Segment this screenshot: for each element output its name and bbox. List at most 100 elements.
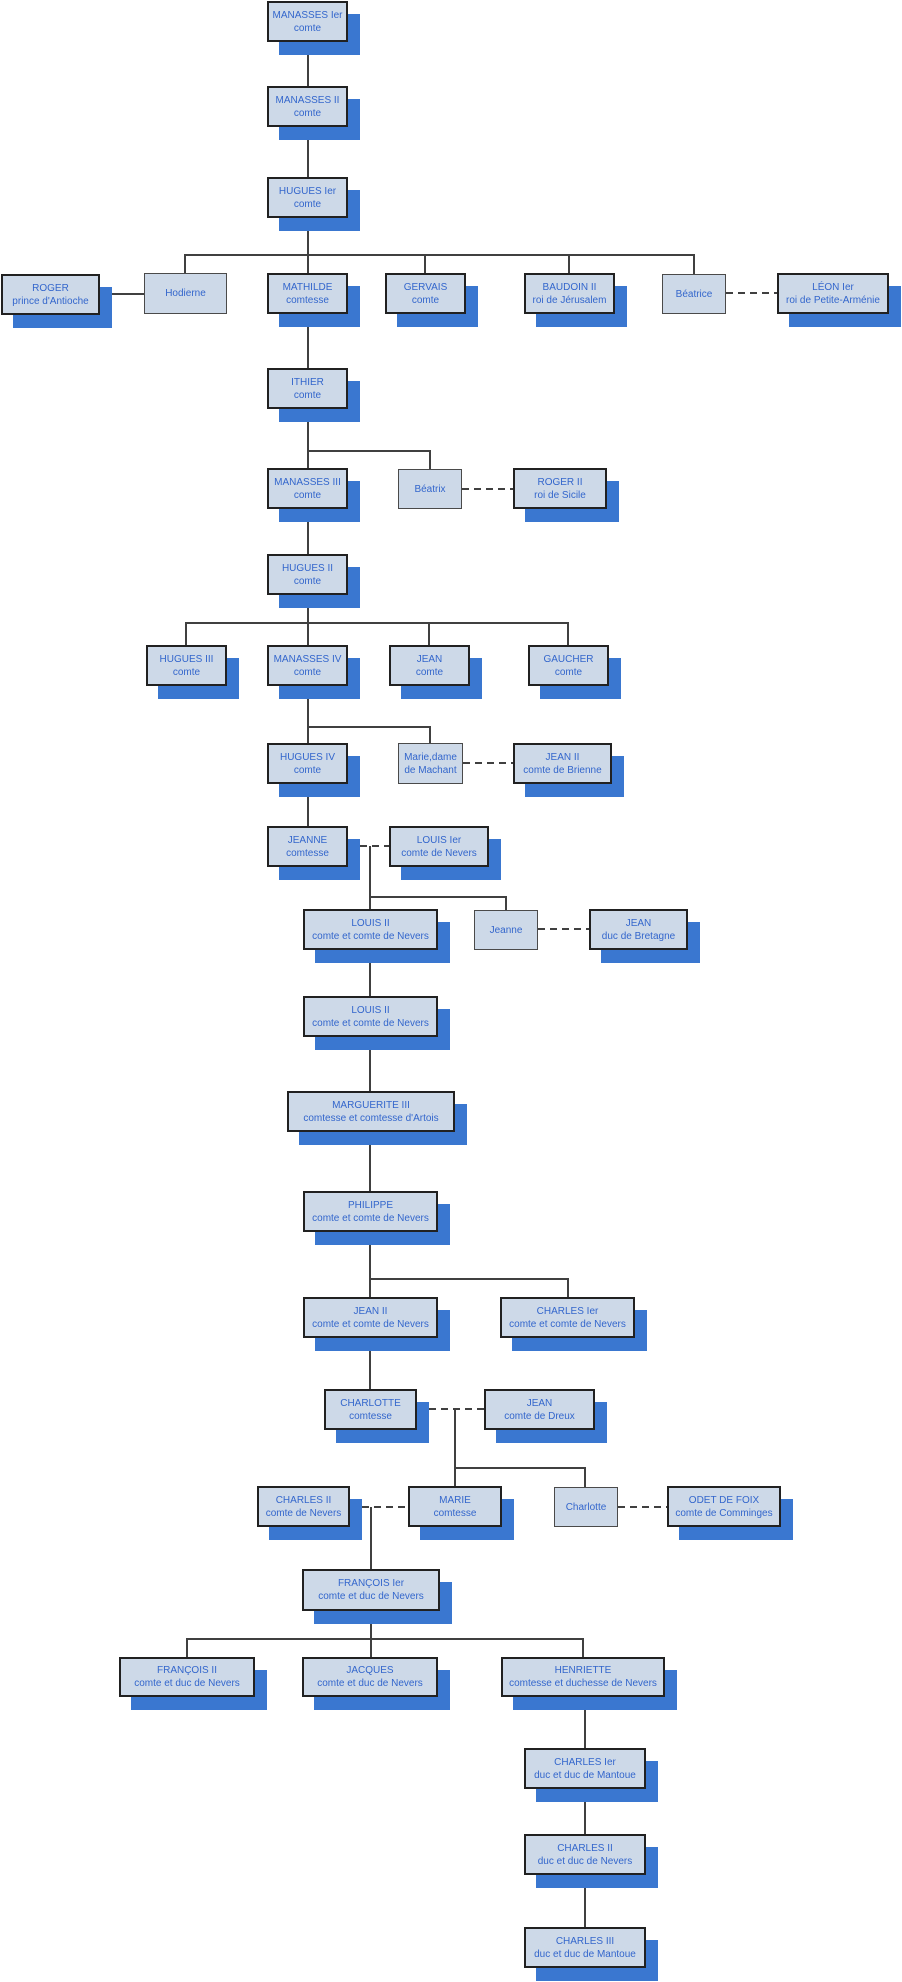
person-jean-dreux[interactable]: JEAN comte de Dreux (484, 1389, 595, 1430)
person-jean-comte[interactable]: JEAN comte (389, 645, 470, 686)
person-title: comte et comte de Nevers (312, 1318, 429, 1330)
marriage-line (100, 293, 144, 295)
connector-line (307, 726, 431, 728)
connector-line (369, 1232, 371, 1280)
person-marie-machant[interactable]: Marie,dame de Machant (398, 743, 463, 784)
person-odet-de-foix[interactable]: ODET DE FOIX comte de Comminges (667, 1486, 781, 1527)
person-hugues-1er[interactable]: HUGUES Ier comte (267, 177, 348, 218)
person-name: LOUIS II (351, 917, 390, 929)
person-title: comte (293, 22, 322, 34)
person-ithier[interactable]: ITHIER comte (267, 368, 348, 409)
person-charles-1er-nevers[interactable]: CHARLES Ier comte et comte de Nevers (500, 1297, 635, 1338)
person-jeanne-comtesse[interactable]: JEANNE comtesse (267, 826, 348, 867)
person-name: PHILIPPE (347, 1199, 394, 1211)
person-name: FRANÇOIS Ier (337, 1578, 405, 1589)
person-beatrice[interactable]: Béatrice (662, 274, 726, 314)
person-title: comte de Nevers (401, 847, 477, 859)
connector-line (186, 1638, 188, 1657)
person-name: CHARLES II (275, 1494, 332, 1506)
person-charles-2-nevers[interactable]: CHARLES II comte de Nevers (257, 1486, 350, 1527)
connector-line (307, 784, 309, 826)
person-charles-3-mantoue[interactable]: CHARLES III duc et duc de Mantoue (524, 1927, 646, 1968)
person-jacques[interactable]: JACQUES comte et duc de Nevers (302, 1657, 438, 1697)
person-louis-2-a[interactable]: LOUIS II comte et comte de Nevers (303, 909, 438, 950)
person-title: comte et duc de Nevers (318, 1591, 424, 1602)
person-jeanne[interactable]: Jeanne (474, 910, 538, 950)
person-title: comte de Dreux (504, 1410, 575, 1422)
person-charles-2-duc[interactable]: CHARLES II duc et duc de Nevers (524, 1834, 646, 1875)
person-charlotte[interactable]: Charlotte (554, 1487, 618, 1527)
person-name: JEAN (526, 1397, 553, 1409)
person-roger-2-sicile[interactable]: ROGER II roi de Sicile (513, 468, 607, 509)
person-name: JEANNE (287, 834, 328, 846)
person-name: JACQUES (346, 1665, 394, 1676)
connector-line (184, 254, 186, 274)
connector-line (369, 846, 371, 898)
person-manasses-4[interactable]: MANASSES IV comte (267, 645, 348, 686)
person-louis-1er[interactable]: LOUIS Ier comte de Nevers (389, 826, 489, 867)
person-gaucher[interactable]: GAUCHER comte (528, 645, 609, 686)
person-charlotte-comtesse[interactable]: CHARLOTTE comtesse (324, 1389, 417, 1430)
person-name: CHARLES II (557, 1842, 613, 1854)
connector-line (567, 622, 569, 645)
connector-line (307, 409, 309, 451)
person-name: ROGER II (537, 476, 583, 488)
person-philippe[interactable]: PHILIPPE comte et comte de Nevers (303, 1191, 438, 1232)
person-name: MANASSES II (275, 94, 340, 106)
connector-line (584, 1789, 586, 1834)
person-name: Béatrix (414, 483, 446, 495)
person-hodierne[interactable]: Hodierne (144, 273, 227, 314)
person-title: comte de Comminges (675, 1507, 773, 1519)
person-jean-bretagne[interactable]: JEAN duc de Bretagne (589, 909, 688, 950)
connector-line (582, 1638, 584, 1657)
connector-line (186, 1638, 584, 1640)
person-manasses-2[interactable]: MANASSES II comte (267, 86, 348, 127)
person-name: CHARLES III (555, 1935, 615, 1947)
person-gervais[interactable]: GERVAIS comte (385, 273, 466, 314)
person-jean-2-nevers[interactable]: JEAN II comte et comte de Nevers (303, 1297, 438, 1338)
person-beatrix[interactable]: Béatrix (398, 469, 462, 509)
connector-line (307, 127, 309, 177)
person-title: comtesse (286, 294, 329, 306)
marriage-dashed-line (462, 488, 513, 490)
person-title: comte (293, 489, 322, 501)
connector-line (370, 1611, 372, 1640)
person-leon-1er[interactable]: LÉON Ier roi de Petite-Arménie (777, 273, 889, 314)
person-name: MANASSES IV (273, 653, 342, 665)
person-francois-2[interactable]: FRANÇOIS II comte et duc de Nevers (119, 1657, 255, 1697)
connector-line (307, 595, 309, 623)
connector-line (567, 1278, 569, 1297)
person-name: LOUIS II (351, 1004, 390, 1016)
person-title: comtesse et duchesse de Nevers (509, 1678, 657, 1689)
person-mathilde[interactable]: MATHILDE comtesse (267, 273, 348, 314)
person-name: JEAN (416, 653, 443, 665)
person-manasses-1er[interactable]: MANASSES Ier comte (267, 1, 348, 42)
person-name: MARIE (439, 1494, 471, 1506)
connector-line (307, 42, 309, 86)
person-title: comte de Brienne (523, 764, 602, 776)
person-roger-antioche[interactable]: ROGER prince d'Antioche (1, 274, 100, 315)
person-title: comte (554, 666, 583, 678)
person-hugues-2[interactable]: HUGUES II comte (267, 554, 348, 595)
person-manasses-3[interactable]: MANASSES III comte (267, 468, 348, 509)
connector-line (185, 254, 695, 256)
person-louis-2-b[interactable]: LOUIS II comte et comte de Nevers (303, 996, 438, 1037)
person-marguerite-3[interactable]: MARGUERITE III comtesse et comtesse d'Ar… (287, 1091, 455, 1132)
person-hugues-4[interactable]: HUGUES IV comte (267, 743, 348, 784)
person-name: HUGUES Ier (278, 185, 337, 197)
person-title: comte et comte de Nevers (312, 1212, 429, 1224)
person-name: HUGUES IV (279, 751, 335, 763)
person-title: comte et comte de Nevers (312, 930, 429, 942)
connector-line (307, 218, 309, 255)
person-hugues-3[interactable]: HUGUES III comte (146, 645, 227, 686)
person-francois-1er[interactable]: FRANÇOIS Ier comte et duc de Nevers (302, 1569, 440, 1611)
person-jean-2-brienne[interactable]: JEAN II comte de Brienne (513, 743, 612, 784)
person-baudoin-2[interactable]: BAUDOIN II roi de Jérusalem (524, 273, 615, 314)
person-charles-1er-mantoue[interactable]: CHARLES Ier duc et duc de Mantoue (524, 1748, 646, 1789)
person-henriette[interactable]: HENRIETTE comtesse et duchesse de Nevers (501, 1657, 665, 1697)
person-marie-comtesse[interactable]: MARIE comtesse (408, 1486, 502, 1527)
person-title: duc et duc de Mantoue (534, 1769, 636, 1781)
connector-line (185, 622, 569, 624)
person-title: comtesse et comtesse d'Artois (303, 1112, 439, 1124)
